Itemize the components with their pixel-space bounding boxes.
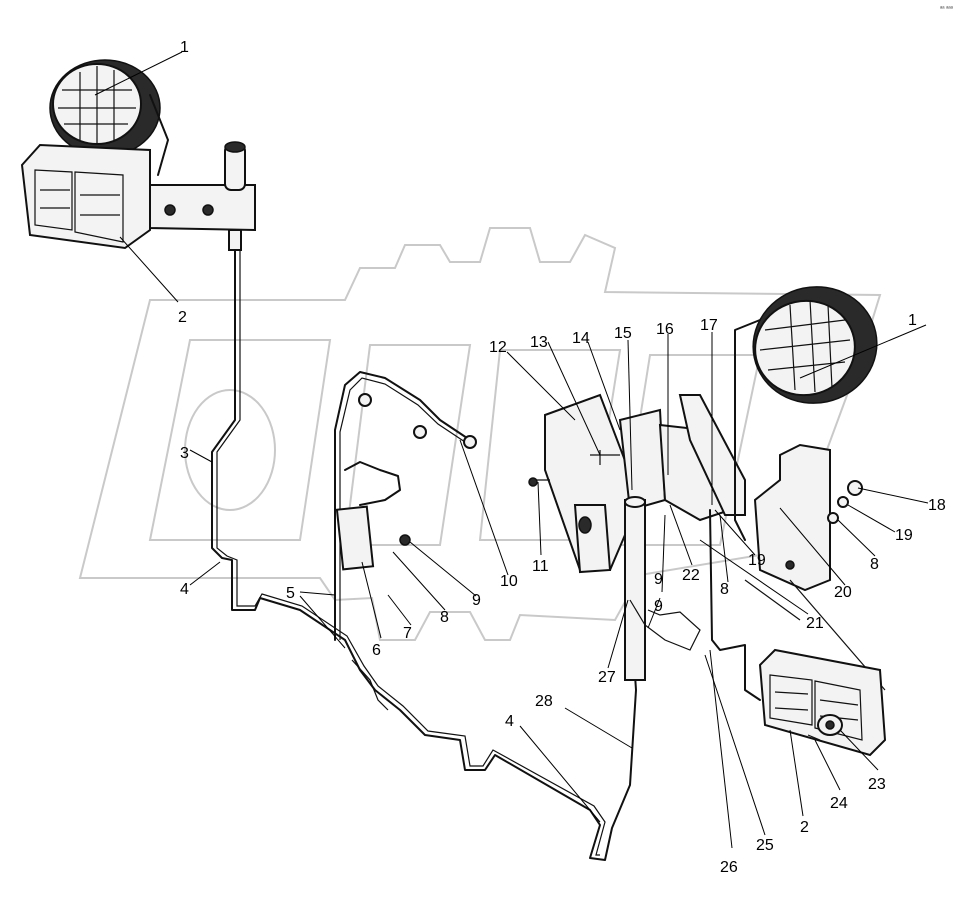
signal-lamp-bottom-right <box>758 648 887 757</box>
callout-label: 7 <box>403 625 412 642</box>
callout-label: 26 <box>720 859 738 876</box>
callout-label: 23 <box>868 776 886 793</box>
callout-label: 27 <box>598 669 616 686</box>
callout-label: 13 <box>530 334 548 351</box>
callout-label: 19 <box>748 552 766 569</box>
callout-label: 20 <box>834 584 852 601</box>
callout-labels: 1 1 2 2 3 4 4 5 6 7 8 8 8 9 9 9 10 11 12… <box>178 39 946 876</box>
callout-label: 10 <box>500 573 518 590</box>
harness-center <box>334 371 477 711</box>
signal-lamp-top-left <box>20 143 151 250</box>
lamp-bracket-right <box>744 443 886 691</box>
callout-label: 9 <box>654 598 663 615</box>
callout-label: 5 <box>286 585 295 602</box>
callout-label: 2 <box>178 309 187 326</box>
callout-label: 11 <box>532 558 549 575</box>
leader-lines <box>94 51 929 849</box>
harness-cable-right <box>709 509 761 701</box>
callout-label: 14 <box>572 330 590 347</box>
callout-label: 17 <box>700 317 718 334</box>
callout-label: 28 <box>535 693 553 710</box>
callout-label: 24 <box>830 795 848 812</box>
corner-mark: ᵃᵃ ᵃᵃᵃ <box>940 6 954 12</box>
callout-label: 1 <box>908 312 917 329</box>
callout-label: 9 <box>472 592 481 609</box>
callout-label: 25 <box>756 837 774 854</box>
callout-label: 16 <box>656 321 674 338</box>
callout-label: 8 <box>720 581 729 598</box>
work-lamp-top-left <box>49 59 169 176</box>
callout-label: 18 <box>928 497 946 514</box>
callout-label: 4 <box>505 713 514 730</box>
callout-label: 22 <box>682 567 700 584</box>
callout-label: 1 <box>180 39 189 56</box>
callout-label: 8 <box>870 556 879 573</box>
callout-label: 3 <box>180 445 189 462</box>
harness-cable-left <box>211 249 637 861</box>
callout-label: 9 <box>654 571 663 588</box>
callout-label: 12 <box>489 339 507 356</box>
callout-label: 8 <box>440 609 449 626</box>
callout-label: 19 <box>895 527 913 544</box>
callout-label: 6 <box>372 642 381 659</box>
callout-label: 2 <box>800 819 809 836</box>
watermark-logo <box>78 227 882 641</box>
bracket-top-left <box>149 141 256 251</box>
callout-label: 21 <box>806 615 824 632</box>
work-lamp-top-right <box>734 286 878 541</box>
callout-label: 4 <box>180 581 189 598</box>
callout-label: 15 <box>614 325 632 342</box>
harness-cable-left-outline <box>216 250 606 856</box>
